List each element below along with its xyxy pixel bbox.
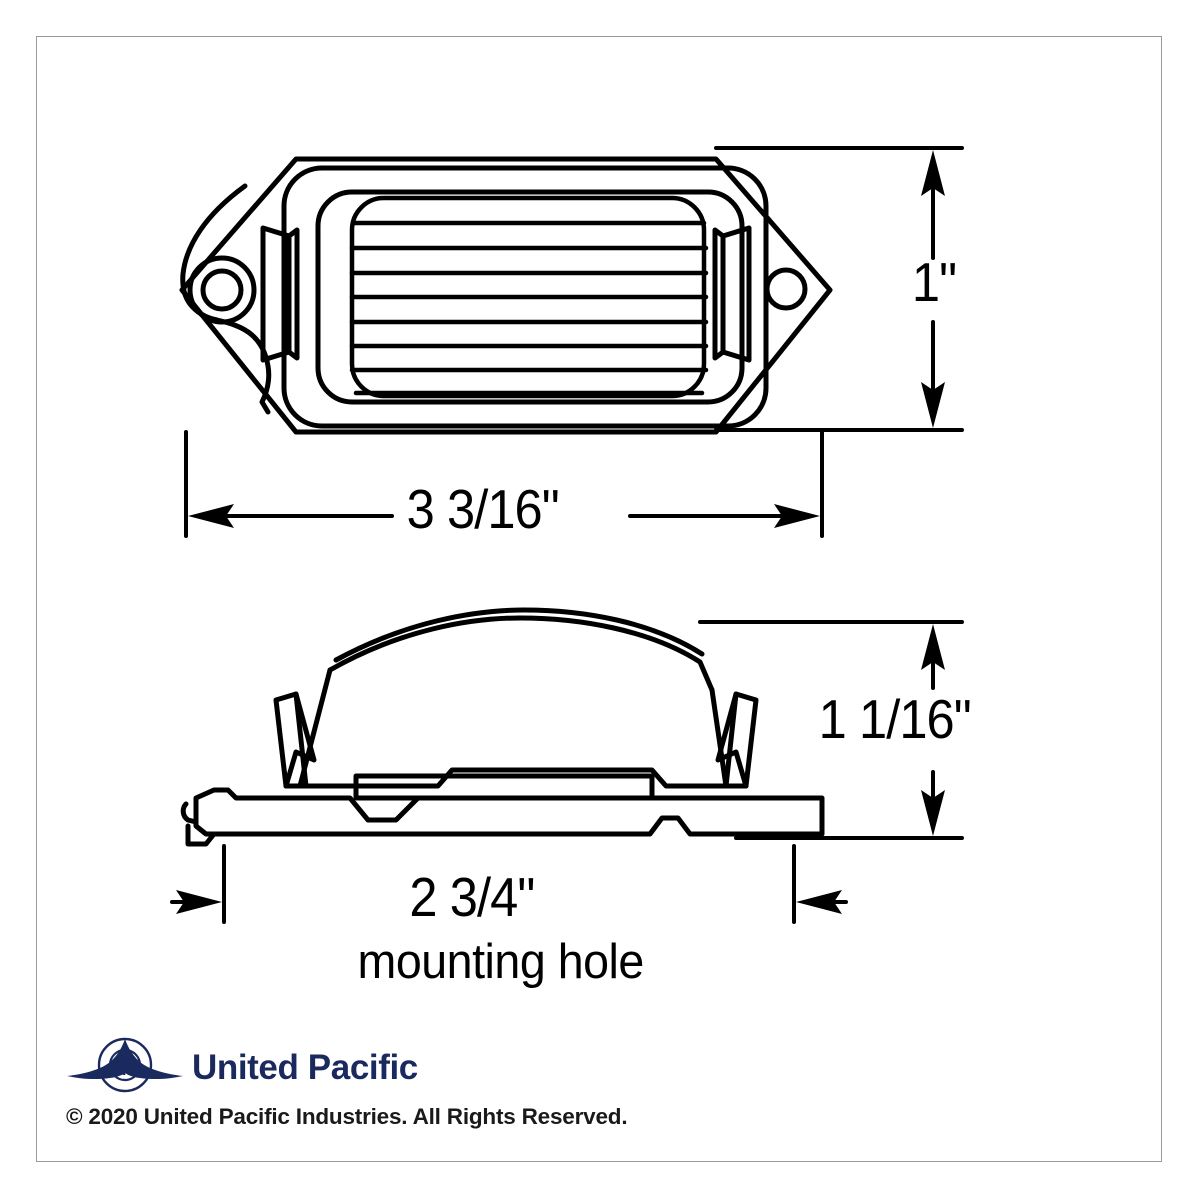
united-pacific-winged-up-logo-icon <box>67 1037 183 1093</box>
dimension-label-side-width: 2 3/4" <box>409 866 535 928</box>
side-view-clips <box>273 691 759 789</box>
dim-side-height-arrows <box>921 624 945 836</box>
dim-side-width-arrows <box>176 890 842 914</box>
copyright-notice: © 2020 United Pacific Industries. All Ri… <box>66 1104 628 1129</box>
top-view-lens-ribs <box>349 195 709 399</box>
side-view-body <box>297 607 729 789</box>
side-view-base <box>180 787 825 847</box>
dim-top-width-arrows <box>188 504 820 528</box>
top-view-side-clips <box>260 225 752 363</box>
dim-top-height-arrows <box>921 150 945 428</box>
dim-top-width <box>184 430 824 538</box>
dimension-label-side-height: 1 1/16" <box>818 688 972 750</box>
dimension-note-mounting-hole: mounting hole <box>357 935 645 989</box>
brand-lockup: United Pacific <box>66 1032 666 1102</box>
dimension-label-top-height: 1" <box>911 251 957 313</box>
top-view-lens-bezel <box>281 165 769 429</box>
dimension-label-top-width: 3 3/16" <box>406 478 560 540</box>
brand-wordmark: United Pacific <box>192 1047 418 1087</box>
